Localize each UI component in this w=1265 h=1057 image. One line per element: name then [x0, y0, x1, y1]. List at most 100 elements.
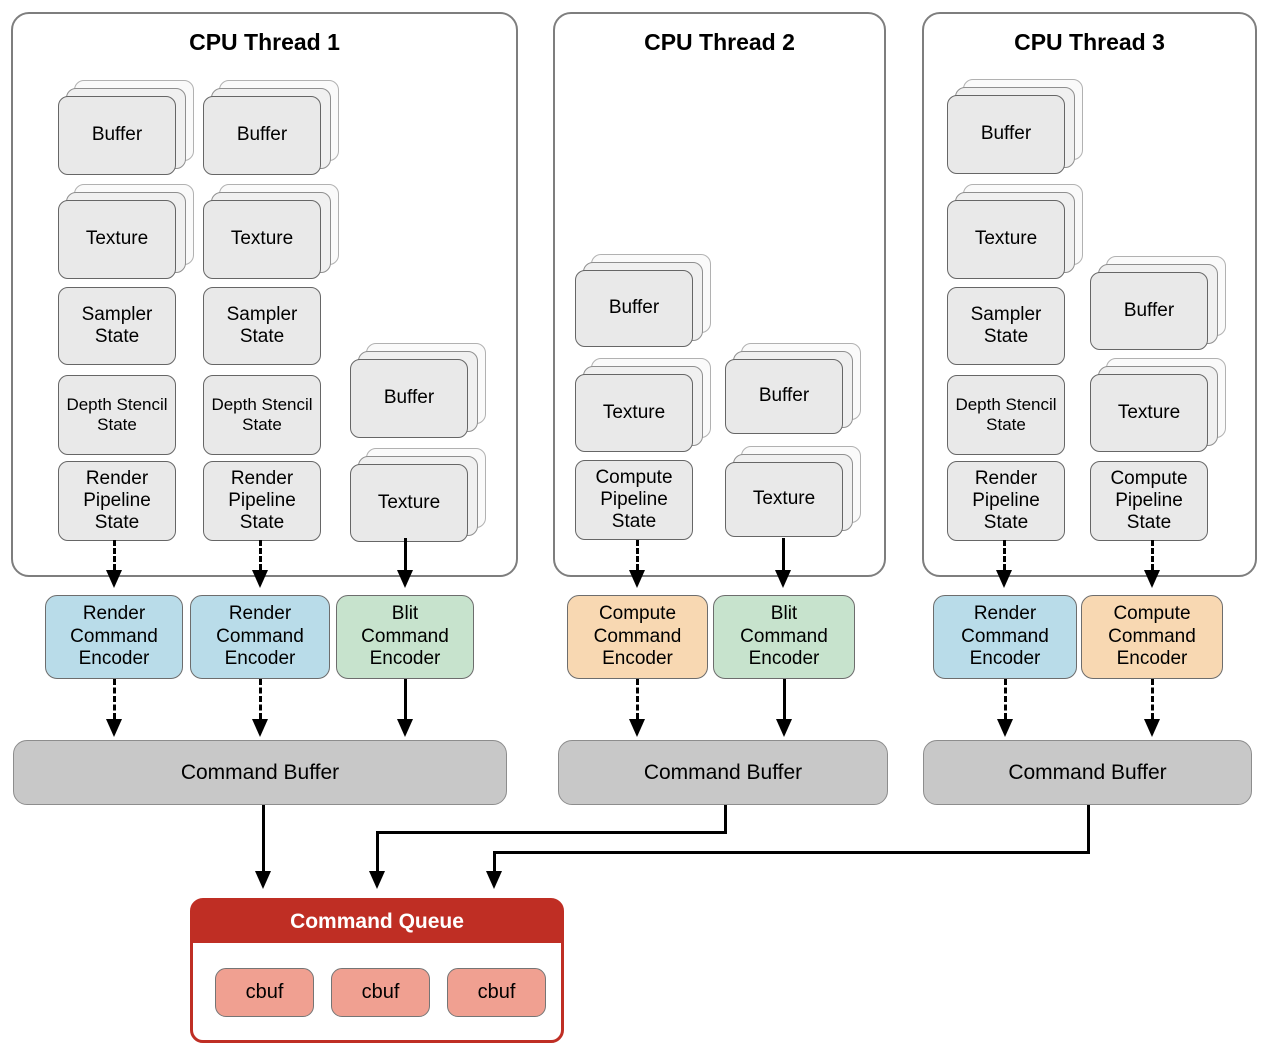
blit-command-encoder: Blit Command Encoder: [336, 595, 474, 679]
arrow-line-solid: [261, 805, 265, 871]
arrow-line-solid: [403, 538, 407, 570]
arrow-line-dashed: [1150, 540, 1154, 570]
cpu-thread-1-panel: CPU Thread 1 Buffer Buffer Texture Textu…: [11, 12, 518, 577]
arrowhead: [252, 719, 268, 737]
resource-single: Depth Stencil State: [947, 375, 1065, 455]
resource-card-sampler-state: Sampler State: [58, 287, 176, 365]
resource-stack-buffer: Buffer: [350, 343, 486, 438]
resource-card-depth-stencil-state: Depth Stencil State: [58, 375, 176, 455]
resource-single: Render Pipeline State: [58, 461, 176, 541]
resource-single: Sampler State: [58, 287, 176, 365]
render-command-encoder: Render Command Encoder: [45, 595, 183, 679]
arrow-line-dashed: [635, 679, 639, 719]
resource-card-buffer: Buffer: [350, 359, 468, 438]
compute-command-encoder: Compute Command Encoder: [567, 595, 708, 679]
resource-card-render-pipeline-state: Render Pipeline State: [58, 461, 176, 541]
arrow-line-solid: [492, 851, 1090, 854]
arrowhead: [775, 570, 791, 588]
resource-card-compute-pipeline-state: Compute Pipeline State: [575, 460, 693, 540]
resource-card-texture: Texture: [350, 464, 468, 542]
cbuf-chip: cbuf: [215, 968, 314, 1017]
resource-card-depth-stencil-state: Depth Stencil State: [947, 375, 1065, 455]
arrowhead: [776, 719, 792, 737]
resource-card-render-pipeline-state: Render Pipeline State: [947, 461, 1065, 541]
resource-card-buffer: Buffer: [58, 96, 176, 175]
resource-single: Sampler State: [947, 287, 1065, 365]
resource-card-buffer: Buffer: [575, 270, 693, 347]
arrowhead: [369, 871, 385, 889]
cpu-thread-2-title: CPU Thread 2: [644, 29, 795, 55]
resource-stack-buffer: Buffer: [58, 80, 194, 175]
resource-card-texture: Texture: [1090, 374, 1208, 452]
arrow-line-solid: [1086, 805, 1090, 853]
resource-card-buffer: Buffer: [203, 96, 321, 175]
cbuf-chip: cbuf: [447, 968, 546, 1017]
arrowhead: [397, 719, 413, 737]
resource-card-buffer: Buffer: [947, 95, 1065, 174]
arrow-line-solid: [403, 679, 407, 719]
arrowhead: [252, 570, 268, 588]
command-buffer: Command Buffer: [13, 740, 507, 805]
arrow-line-dashed: [1150, 679, 1154, 719]
resource-card-buffer: Buffer: [725, 359, 843, 434]
arrowhead: [996, 570, 1012, 588]
arrowhead: [397, 570, 413, 588]
resource-card-texture: Texture: [947, 200, 1065, 279]
resource-stack-buffer: Buffer: [1090, 256, 1226, 350]
cpu-thread-2-panel: CPU Thread 2 Buffer Texture Compute Pipe…: [553, 12, 886, 577]
resource-stack-buffer: Buffer: [725, 343, 861, 434]
resource-single: Render Pipeline State: [947, 461, 1065, 541]
arrow-line-dashed: [258, 540, 262, 570]
arrow-line-dashed: [258, 679, 262, 719]
cpu-thread-3-title: CPU Thread 3: [1014, 29, 1165, 55]
resource-card-sampler-state: Sampler State: [203, 287, 321, 365]
blit-command-encoder: Blit Command Encoder: [713, 595, 855, 679]
command-buffer: Command Buffer: [923, 740, 1252, 805]
arrow-line-solid: [375, 831, 727, 834]
resource-card-texture: Texture: [575, 374, 693, 452]
arrow-line-dashed: [1003, 679, 1007, 719]
render-command-encoder: Render Command Encoder: [190, 595, 330, 679]
arrowhead: [629, 570, 645, 588]
arrow-line-dashed: [635, 540, 639, 570]
arrowhead: [106, 570, 122, 588]
resource-stack-texture: Texture: [575, 358, 711, 452]
compute-command-encoder: Compute Command Encoder: [1081, 595, 1223, 679]
command-queue: Command Queue cbuf cbuf cbuf: [190, 898, 564, 1043]
resource-single: Depth Stencil State: [58, 375, 176, 455]
arrow-line-dashed: [1002, 540, 1006, 570]
arrow-line-solid: [375, 833, 379, 871]
arrow-line-solid: [782, 679, 786, 719]
command-buffer: Command Buffer: [558, 740, 888, 805]
resource-card-depth-stencil-state: Depth Stencil State: [203, 375, 321, 455]
resource-card-compute-pipeline-state: Compute Pipeline State: [1090, 461, 1208, 541]
resource-single: Depth Stencil State: [203, 375, 321, 455]
cbuf-chip: cbuf: [331, 968, 430, 1017]
resource-card-render-pipeline-state: Render Pipeline State: [203, 461, 321, 541]
resource-stack-texture: Texture: [947, 184, 1083, 279]
resource-card-texture: Texture: [725, 462, 843, 537]
arrow-line-solid: [492, 853, 496, 871]
resource-stack-texture: Texture: [350, 448, 486, 542]
cpu-thread-3-panel: CPU Thread 3 Buffer Texture Sampler Stat…: [922, 12, 1257, 577]
arrow-line-dashed: [112, 679, 116, 719]
resource-single: Sampler State: [203, 287, 321, 365]
arrowhead: [1144, 570, 1160, 588]
arrowhead: [997, 719, 1013, 737]
resource-stack-texture: Texture: [725, 446, 861, 537]
resource-stack-texture: Texture: [58, 184, 194, 279]
arrowhead: [486, 871, 502, 889]
resource-single: Compute Pipeline State: [575, 460, 693, 540]
resource-stack-buffer: Buffer: [203, 80, 339, 175]
arrow-line-dashed: [112, 540, 116, 570]
render-command-encoder: Render Command Encoder: [933, 595, 1077, 679]
resource-stack-buffer: Buffer: [947, 79, 1083, 174]
resource-stack-texture: Texture: [203, 184, 339, 279]
resource-card-buffer: Buffer: [1090, 272, 1208, 350]
resource-card-texture: Texture: [58, 200, 176, 279]
arrowhead: [1144, 719, 1160, 737]
resource-stack-buffer: Buffer: [575, 254, 711, 347]
resource-single: Render Pipeline State: [203, 461, 321, 541]
resource-stack-texture: Texture: [1090, 358, 1226, 452]
